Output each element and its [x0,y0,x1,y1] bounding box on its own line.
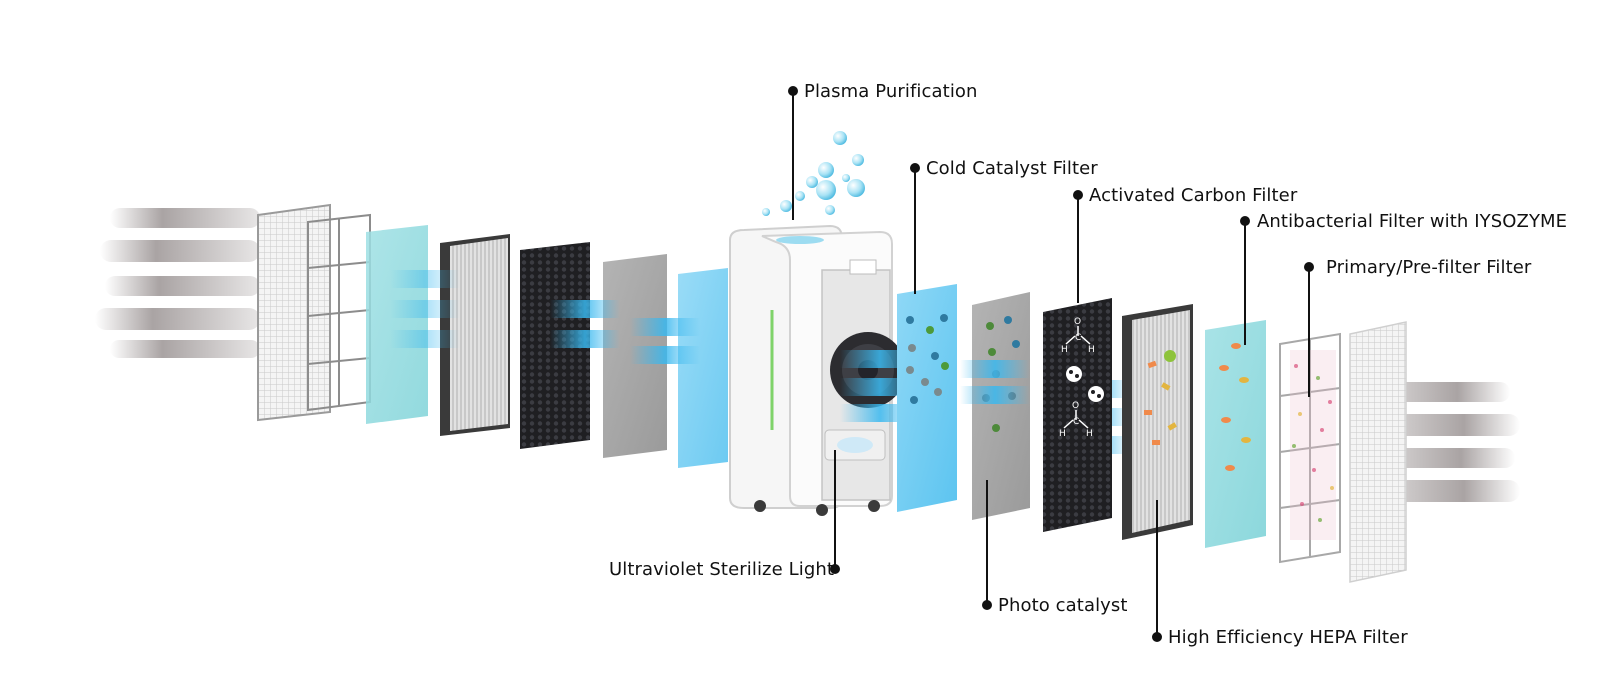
label-photo-catalyst: Photo catalyst [998,595,1128,616]
plasma-bubbles [762,131,865,216]
primary-pre-filter-panel [1279,332,1341,564]
molecule-oxygen-label: O [1072,401,1079,411]
antibacterial-filter-panel [1205,320,1266,548]
purified-airflow-left [390,270,700,364]
label-plasma-purification: Plasma Purification [804,81,978,102]
molecule-hydrogen-label: H [1086,429,1093,439]
molecule-hydrogen-label: H [1059,429,1066,439]
back-cover-panel [257,203,371,422]
hepa-filter-panel [1122,304,1193,540]
molecule-oxygen-label: O [1074,317,1081,327]
label-antibacterial-filter: Antibacterial Filter with IYSOZYME [1257,211,1568,232]
front-cover-panel [1349,321,1407,583]
molecule-hydrogen-label: H [1061,345,1068,355]
lysozyme-panel-left [366,225,428,424]
molecule-hydrogen-label: H [1088,345,1095,355]
label-cold-catalyst-filter: Cold Catalyst Filter [926,158,1098,179]
activated-carbon-panel: O C H H O C H H [1043,298,1112,532]
purifier-unit [729,224,906,516]
cold-catalyst-filter-panel [897,284,957,512]
molecule-carbon-label: C [1073,417,1079,427]
molecule-carbon-label: C [1075,333,1081,343]
label-primary-pre-filter: Primary/Pre-filter Filter [1326,257,1532,278]
airflow-in-streaks [95,208,260,358]
cold-catalyst-panel-left [678,268,728,468]
photo-catalyst-panel [972,292,1030,520]
label-hepa-filter: High Efficiency HEPA Filter [1168,627,1408,648]
label-ultraviolet-light: Ultraviolet Sterilize Light [609,559,835,580]
label-activated-carbon-filter: Activated Carbon Filter [1089,185,1298,206]
